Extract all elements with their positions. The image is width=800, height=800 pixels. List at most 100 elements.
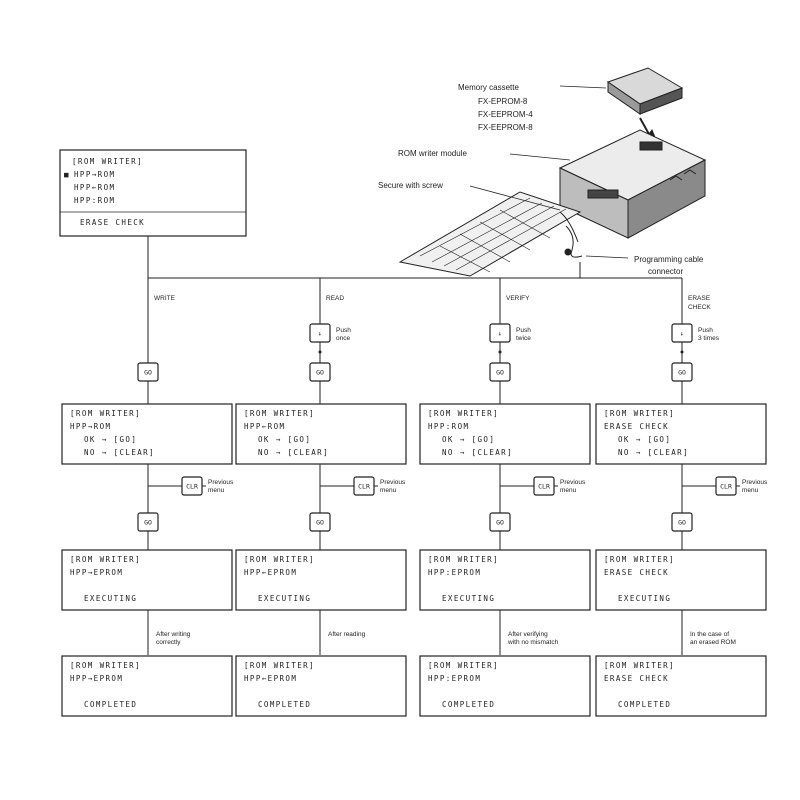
branch-3-go-key-1-frame[interactable] [671, 362, 693, 382]
branch-2-done-display-line-4: COMPLETED [442, 700, 495, 709]
branch-2-exec-display-line-4: EXECUTING [442, 594, 495, 603]
branch-1-go-key-1-label: GO [316, 369, 324, 377]
branch-1-dot [318, 350, 322, 354]
branch-0: WRITE GO [ROM WRITER] HPP→ROM OK → [GO] NO → … [61, 278, 234, 717]
branch-2-done-display-line-2: HPP:EPROM [428, 674, 481, 683]
branch-2-exec-display-frame [419, 549, 591, 611]
branch-2-go-key-2-frame[interactable] [489, 512, 511, 532]
branch-3-exec-display-frame [595, 549, 767, 611]
branch-2-confirm-display-line-2: HPP:ROM [428, 422, 469, 431]
branch-3-note-2: an erased ROM [690, 639, 736, 646]
branch-0-done-display-line-2: HPP→EPROM [70, 674, 123, 683]
branch-0-go-key-1-frame[interactable] [137, 362, 159, 382]
connector-lines [147, 236, 682, 279]
branch-2-clear-key-frame[interactable] [533, 476, 555, 496]
branch-0-confirm-display-frame [61, 403, 233, 465]
branch-2-go-key-1-label: GO [496, 369, 504, 377]
branch-1-go-key-2-frame[interactable] [309, 512, 331, 532]
branch-2-done-display-frame [419, 655, 591, 717]
branch-0-exec-display-line-1: [ROM WRITER] [70, 555, 141, 564]
branch-1-exec-display-frame [235, 549, 407, 611]
branch-0-clear-key-frame[interactable] [181, 476, 203, 496]
branch-1-prev-menu-1: Previous [380, 479, 406, 486]
branch-3-label-1: ERASE [688, 295, 711, 302]
branch-1-confirm-display-line-1: [ROM WRITER] [244, 409, 315, 418]
branch-2-confirm-display-line-1: [ROM WRITER] [428, 409, 499, 418]
branch-1-push-note-1: Push [336, 327, 351, 334]
branch-3-exec-display-line-1: [ROM WRITER] [604, 555, 675, 564]
branch-0-confirm-display-line-4: NO → [CLEAR] [84, 448, 155, 457]
branch-2-exec-display-line-1: [ROM WRITER] [428, 555, 499, 564]
branch-1-clear-key-frame[interactable] [353, 476, 375, 496]
branch-1-go-key-1-frame[interactable] [309, 362, 331, 382]
main-menu-line-1: [ROM WRITER] [72, 157, 143, 166]
branch-3-prev-menu-2: menu [742, 487, 759, 494]
branch-3-note-1: In the case of [690, 631, 729, 638]
cassette-model-1: FX-EPROM-8 [478, 97, 528, 106]
branch-0-confirm-display-line-2: HPP→ROM [70, 422, 111, 431]
branch-3-done-display-line-4: COMPLETED [618, 700, 671, 709]
branch-3-exec-display-line-2: ERASE CHECK [604, 568, 669, 577]
branch-1-exec-display-line-4: EXECUTING [258, 594, 311, 603]
cassette-model-3: FX-EEPROM-8 [478, 123, 533, 132]
branch-3-confirm-display-line-4: NO → [CLEAR] [618, 448, 689, 457]
branch-0-note-2: correctly [156, 639, 181, 646]
memory-cassette-icon [606, 67, 684, 115]
branch-2-clear-key-label: CLR [538, 483, 550, 491]
branch-3-confirm-display-frame [595, 403, 767, 465]
branch-1-clear-key-label: CLR [358, 483, 370, 491]
branch-1-prev-menu-2: menu [380, 487, 397, 494]
branch-2-push-note-1: Push [516, 327, 531, 334]
branch-2-confirm-display-line-4: NO → [CLEAR] [442, 448, 513, 457]
rom-writer-module-icon [558, 129, 707, 239]
main-menu-line-3: HPP←ROM [74, 183, 115, 192]
branch-0-exec-display-line-2: HPP→EPROM [70, 568, 123, 577]
branch-3-go-key-2-label: GO [678, 519, 686, 527]
branch-3-prev-menu-1: Previous [742, 479, 768, 486]
branch-0-note-1: After writing [156, 631, 191, 638]
branch-1-go-key-2-label: GO [316, 519, 324, 527]
cable-label-2: connector [648, 267, 683, 276]
branch-3-clear-key-frame[interactable] [715, 476, 737, 496]
device-labels: Memory cassette FX-EPROM-8 FX-EEPROM-4 F… [378, 83, 704, 276]
branch-0-done-display-line-1: [ROM WRITER] [70, 661, 141, 670]
screw-label: Secure with screw [378, 181, 443, 190]
main-menu-line-4: HPP:ROM [74, 196, 115, 205]
branch-1-down-key-frame[interactable] [309, 323, 331, 343]
branch-3-go-key-2-frame[interactable] [671, 512, 693, 532]
branch-0-label-1: WRITE [154, 295, 176, 302]
branch-3-down-key-frame[interactable] [671, 323, 693, 343]
branch-2-label-1: VERIFY [506, 295, 530, 302]
branch-1-done-display-frame [235, 655, 407, 717]
branch-0-done-display-frame [61, 655, 233, 717]
branch-2-confirm-display-line-3: OK → [GO] [442, 435, 495, 444]
module-label: ROM writer module [398, 149, 467, 158]
branch-3-clear-key-label: CLR [720, 483, 732, 491]
branch-2-note-2: with no mismatch [507, 639, 559, 646]
branch-1-note-1: After reading [328, 631, 366, 638]
branch-2-down-key-frame[interactable] [489, 323, 511, 343]
cassette-title: Memory cassette [458, 83, 519, 92]
branch-2-down-key-label: ↓ [498, 330, 502, 338]
cable-label-1: Programming cable [634, 255, 704, 264]
branch-3-confirm-display-line-3: OK → [GO] [618, 435, 671, 444]
branch-3-done-display-line-2: ERASE CHECK [604, 674, 669, 683]
branch-2-push-note-2: twice [516, 335, 531, 342]
branch-2-prev-menu-1: Previous [560, 479, 586, 486]
branch-2-dot [498, 350, 502, 354]
branch-0-confirm-display-line-3: OK → [GO] [84, 435, 137, 444]
branch-1-down-key-label: ↓ [318, 330, 322, 338]
branch-3-confirm-display-line-1: [ROM WRITER] [604, 409, 675, 418]
branch-0-go-key-2-frame[interactable] [137, 512, 159, 532]
branch-0-exec-display-frame [61, 549, 233, 611]
device-illustration [398, 67, 707, 277]
branch-0-go-key-2-label: GO [144, 519, 152, 527]
branch-2-done-display-line-1: [ROM WRITER] [428, 661, 499, 670]
branch-2-go-key-1-frame[interactable] [489, 362, 511, 382]
branch-2-go-key-2-label: GO [496, 519, 504, 527]
branch-1-label-1: READ [326, 295, 344, 302]
branch-0-go-key-1-label: GO [144, 369, 152, 377]
